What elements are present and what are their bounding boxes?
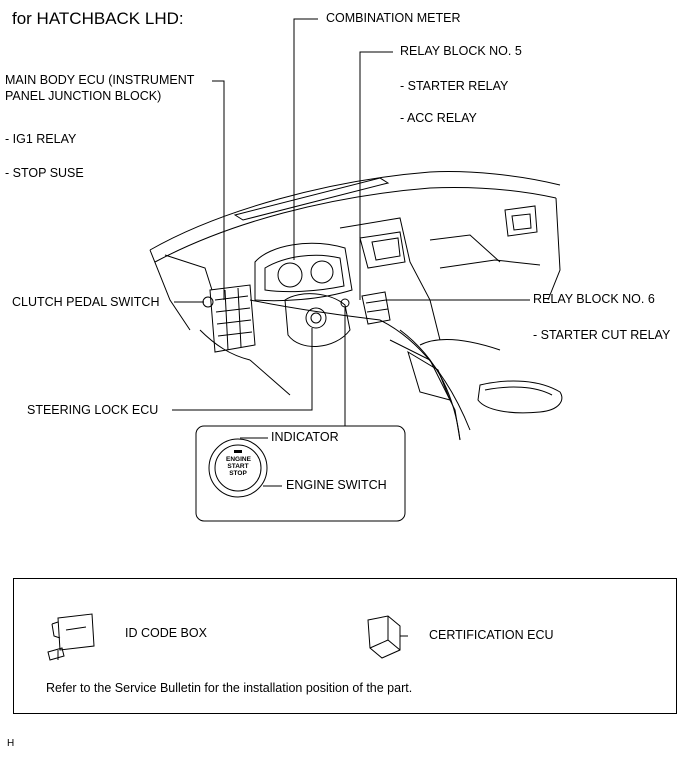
label-acc-relay: - ACC RELAY xyxy=(400,111,477,125)
figure-code: H xyxy=(7,738,15,749)
legend-icons xyxy=(47,613,408,661)
label-starter-cut-relay: - STARTER CUT RELAY xyxy=(533,328,671,342)
engine-button-text: ENGINE START STOP xyxy=(226,456,251,477)
label-indicator: INDICATOR xyxy=(271,430,339,444)
engine-switch-detail xyxy=(195,425,406,522)
button-text-stop: STOP xyxy=(229,470,247,477)
label-relay-block-6: RELAY BLOCK NO. 6 xyxy=(533,292,655,306)
diagram-title: for HATCHBACK LHD: xyxy=(12,9,184,28)
id-code-box-icon xyxy=(47,613,95,661)
label-steering-lock-ecu: STEERING LOCK ECU xyxy=(27,403,159,417)
button-text-start: START xyxy=(227,463,249,470)
label-ig1-relay: - IG1 RELAY xyxy=(5,132,77,146)
label-combination-meter: COMBINATION METER xyxy=(326,11,461,25)
label-clutch-pedal-switch: CLUTCH PEDAL SWITCH xyxy=(12,295,160,309)
label-certification-ecu: CERTIFICATION ECU xyxy=(429,628,554,642)
certification-ecu-icon xyxy=(367,615,408,659)
indicator-lamp xyxy=(234,450,242,453)
label-starter-relay: - STARTER RELAY xyxy=(400,79,509,93)
dashboard-outline xyxy=(149,171,563,441)
label-relay-block-5: RELAY BLOCK NO. 5 xyxy=(400,44,522,58)
button-text-engine: ENGINE xyxy=(226,456,251,463)
legend-box xyxy=(13,578,677,714)
label-engine-switch: ENGINE SWITCH xyxy=(286,478,387,492)
label-id-code-box: ID CODE BOX xyxy=(125,626,207,640)
label-stop-fuse: - STOP SUSE xyxy=(5,166,84,180)
label-main-body-ecu-line2: PANEL JUNCTION BLOCK) xyxy=(5,89,162,103)
leader-lines xyxy=(172,18,530,487)
label-main-body-ecu-line1: MAIN BODY ECU (INSTRUMENT xyxy=(5,73,195,87)
legend-note: Refer to the Service Bulletin for the in… xyxy=(46,681,413,695)
